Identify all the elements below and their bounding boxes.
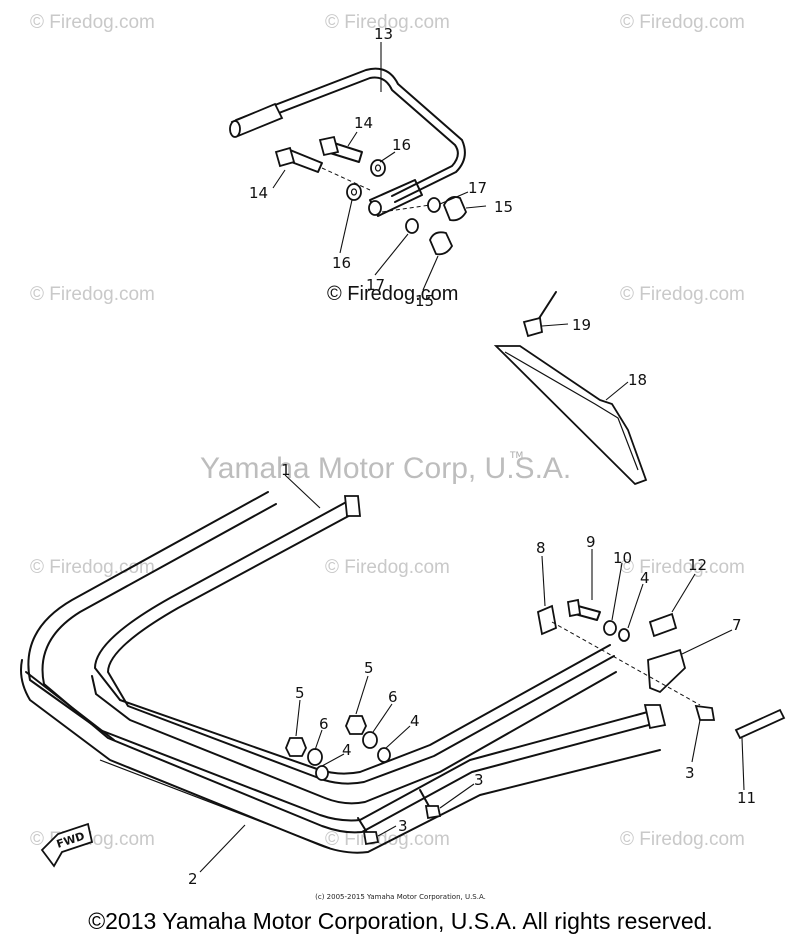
washer-part-16 <box>346 159 386 201</box>
assembly-axis <box>551 621 701 706</box>
callout-19: 19 <box>572 316 591 334</box>
cap-nut-part-15 <box>429 196 468 256</box>
callout-14: 14 <box>354 114 373 132</box>
bushing-part-12 <box>648 612 678 638</box>
callout-8: 8 <box>536 539 546 557</box>
watermark: © Firedog.com <box>620 557 745 578</box>
callout-14: 14 <box>249 184 268 202</box>
grab-handle-part-13 <box>229 67 466 217</box>
watermark: © Firedog.com <box>620 829 745 850</box>
callout-1: 1 <box>281 461 291 479</box>
callout-15: 15 <box>494 198 513 216</box>
watermark: © Firedog.com <box>30 557 155 578</box>
callout-4: 4 <box>640 569 650 587</box>
bolt-part-14 <box>274 135 371 191</box>
callout-12: 12 <box>688 556 707 574</box>
callout-10: 10 <box>613 549 632 567</box>
nut-part-5 <box>285 715 367 757</box>
callout-3: 3 <box>474 771 484 789</box>
callout-15: 15 <box>415 292 434 310</box>
strip-part-11 <box>734 708 786 740</box>
watermark: © Firedog.com <box>30 284 155 305</box>
callout-9: 9 <box>586 533 596 551</box>
watermark: © Firedog.com <box>620 12 745 33</box>
screw-part-19 <box>522 291 557 338</box>
callout-4: 4 <box>342 741 352 759</box>
callout-13: 13 <box>374 25 393 43</box>
bracket-part-8 <box>536 604 558 636</box>
bumper-part-1 <box>91 495 617 805</box>
forward-arrow-icon: FWD <box>40 822 94 868</box>
callout-16: 16 <box>332 254 351 272</box>
watermark: © Firedog.com <box>325 12 450 33</box>
plate-part-18 <box>493 345 648 486</box>
callout-2: 2 <box>188 870 198 888</box>
callout-labels: 13 14 16 14 16 17 15 17 15 19 18 1 2 8 9… <box>188 25 756 888</box>
watermark: © Firedog.com <box>325 829 450 850</box>
washer-part-17 <box>381 197 441 234</box>
watermark-dark: © Firedog.com <box>327 283 458 305</box>
watermark: © Firedog.com <box>325 557 450 578</box>
callout-6: 6 <box>388 688 398 706</box>
callout-7: 7 <box>732 616 742 634</box>
bolt-part-3-right <box>694 704 716 721</box>
callout-6: 6 <box>319 715 329 733</box>
callout-4: 4 <box>410 712 420 730</box>
bracket-part-7 <box>647 648 687 694</box>
callout-18: 18 <box>628 371 647 389</box>
bolt-part-9 <box>566 598 601 621</box>
footer-copyright: ©2013 Yamaha Motor Corporation, U.S.A. A… <box>88 908 713 934</box>
washer-part-6 <box>307 731 378 766</box>
diagram-copyright: (c) 2005-2015 Yamaha Motor Corporation, … <box>315 893 486 901</box>
callout-3: 3 <box>398 817 408 835</box>
callout-11: 11 <box>737 789 756 807</box>
callout-17: 17 <box>366 276 385 294</box>
watermark-center: Yamaha Motor Corp, U.S.A. <box>200 452 571 485</box>
bumper-part-2 <box>20 491 667 854</box>
watermark-tm: TM <box>509 451 523 461</box>
leader-lines <box>199 42 745 873</box>
watermark: © Firedog.com <box>30 12 155 33</box>
callout-5: 5 <box>295 684 305 702</box>
washer-part-4-right <box>618 628 630 642</box>
bolt-part-3-left <box>357 789 442 846</box>
washer-part-10 <box>603 620 617 636</box>
callout-16: 16 <box>392 136 411 154</box>
callout-3: 3 <box>685 764 695 782</box>
watermark-layer: © Firedog.com © Firedog.com © Firedog.co… <box>30 12 745 850</box>
callout-17: 17 <box>468 179 487 197</box>
watermark: © Firedog.com <box>620 284 745 305</box>
callout-5: 5 <box>364 659 374 677</box>
